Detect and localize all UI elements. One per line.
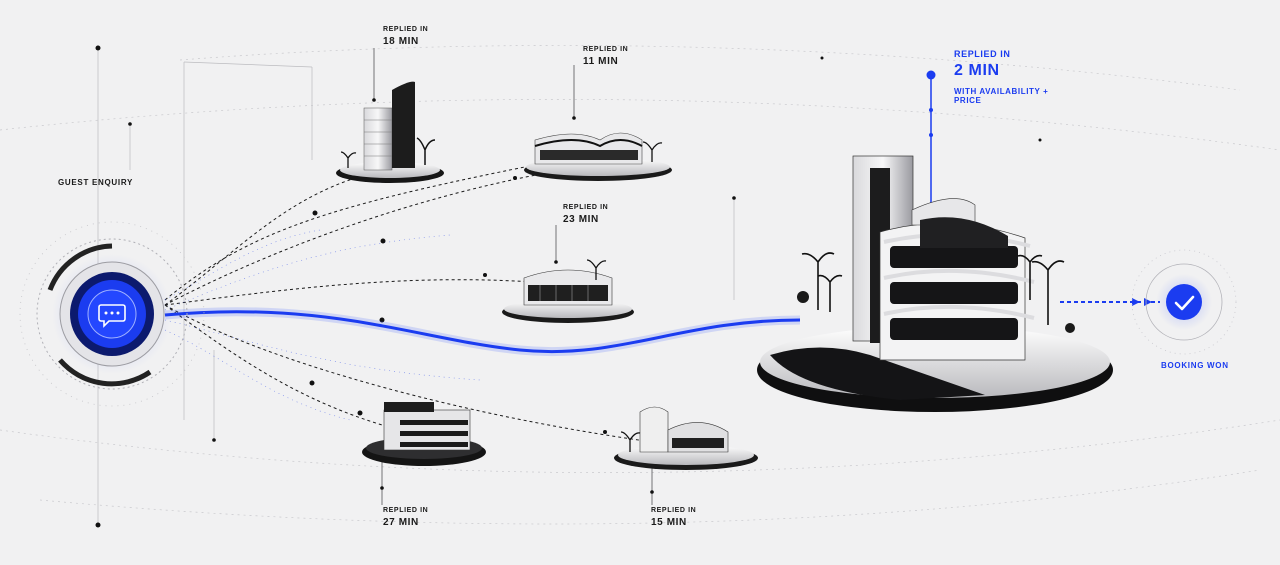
- competitor-time: 15 MIN: [651, 517, 687, 529]
- competitor-label-27: REPLIED IN 27 MIN: [383, 507, 428, 529]
- checkmark-icon: [1174, 295, 1195, 311]
- winner-time: 2 MIN: [954, 62, 1000, 80]
- winning-hotel: [757, 70, 1113, 412]
- winner-label: REPLIED IN 2 MIN WITH AVAILABILITY + PRI…: [954, 49, 1064, 105]
- particle-lines: [164, 229, 481, 421]
- competitor-label-15: REPLIED IN 15 MIN: [651, 507, 696, 529]
- winning-path: [164, 298, 1160, 357]
- hotel-27-min: [362, 402, 486, 505]
- guide-dots: [95, 45, 1042, 528]
- path-nodes: [309, 176, 607, 434]
- guide-lines: [97, 48, 735, 525]
- booking-won-node: [1131, 249, 1237, 355]
- chat-bubble-icon: [98, 304, 126, 328]
- competitor-time: 23 MIN: [563, 214, 599, 226]
- competitor-prefix: REPLIED IN: [583, 46, 629, 53]
- competitor-prefix: REPLIED IN: [383, 507, 429, 514]
- competitor-time: 11 MIN: [583, 56, 619, 68]
- competitor-prefix: REPLIED IN: [651, 507, 697, 514]
- origin-label: GUEST ENQUIRY: [58, 178, 134, 187]
- competitor-time: 27 MIN: [383, 517, 419, 529]
- hotel-18-min: [336, 48, 444, 183]
- competitor-paths: [164, 159, 676, 446]
- competitor-prefix: REPLIED IN: [563, 204, 609, 211]
- winner-prefix: REPLIED IN: [954, 49, 1011, 59]
- hotel-11-min: [524, 65, 672, 181]
- outcome-label: BOOKING WON: [1161, 361, 1229, 370]
- background-arcs: [0, 45, 1280, 525]
- competitor-prefix: REPLIED IN: [383, 26, 429, 33]
- competitor-label-18: REPLIED IN 18 MIN: [383, 26, 428, 48]
- hotel-15-min: [614, 406, 758, 505]
- hotel-23-min: [502, 225, 634, 323]
- competitor-label-11: REPLIED IN 11 MIN: [583, 46, 628, 68]
- competitor-label-23: REPLIED IN 23 MIN: [563, 204, 608, 226]
- winner-detail: WITH AVAILABILITY + PRICE: [954, 86, 1049, 105]
- competitor-time: 18 MIN: [383, 36, 419, 48]
